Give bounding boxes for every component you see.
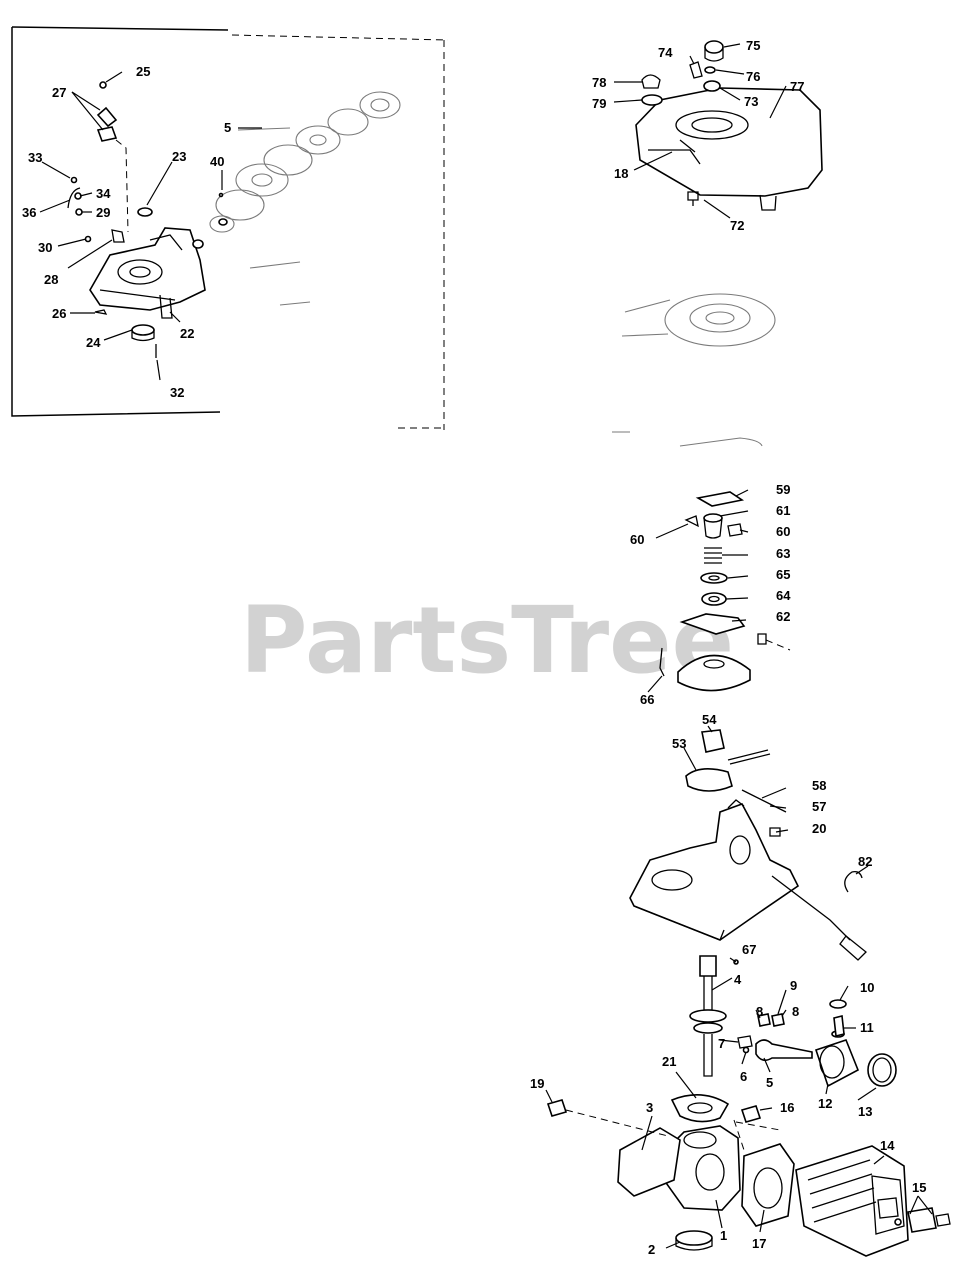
callout-labels: 25 27 33 34 36 29 30 28 23 40 5 26 22 24… <box>22 38 926 1257</box>
callout-40: 40 <box>210 154 224 169</box>
callout-26: 26 <box>52 306 66 321</box>
callout-12: 12 <box>818 1096 832 1111</box>
callout-73: 73 <box>744 94 758 109</box>
callout-67: 67 <box>742 942 756 957</box>
callout-36: 36 <box>22 205 36 220</box>
callout-5-lower: 5 <box>766 1075 773 1090</box>
callout-59: 59 <box>776 482 790 497</box>
callout-13: 13 <box>858 1104 872 1119</box>
inset-faded-parts <box>209 91 401 306</box>
starter-leaders <box>647 489 789 833</box>
callout-58: 58 <box>812 778 826 793</box>
callout-61: 61 <box>776 503 790 518</box>
callout-62: 62 <box>776 609 790 624</box>
callout-7: 7 <box>718 1036 725 1051</box>
callout-60-left: 60 <box>630 532 644 547</box>
callout-74: 74 <box>658 45 673 60</box>
callout-22: 22 <box>180 326 194 341</box>
callout-76: 76 <box>746 69 760 84</box>
inset-leaders <box>39 71 262 381</box>
part-conrod-piston <box>737 999 897 1088</box>
callout-2: 2 <box>648 1242 655 1257</box>
callout-18: 18 <box>614 166 628 181</box>
part-cylinder-block <box>546 1094 795 1251</box>
part-cylinder-14 <box>795 1145 951 1257</box>
callout-8-left: 8 <box>756 1004 763 1019</box>
part-shroud-77 <box>635 40 823 211</box>
callout-77: 77 <box>790 79 804 94</box>
callout-20: 20 <box>812 821 826 836</box>
callout-65: 65 <box>776 567 790 582</box>
callout-21: 21 <box>662 1054 676 1069</box>
starter-parts-stack <box>659 491 791 813</box>
housing-extras <box>844 865 869 893</box>
callout-30: 30 <box>38 240 52 255</box>
callout-32: 32 <box>170 385 184 400</box>
callout-17: 17 <box>752 1236 766 1251</box>
part-housing <box>629 799 867 961</box>
callout-16: 16 <box>780 1100 794 1115</box>
piston-leaders <box>719 985 877 1101</box>
callout-4: 4 <box>734 972 742 987</box>
callout-34: 34 <box>96 186 111 201</box>
faded-starter-spring <box>612 293 776 447</box>
inset-frame <box>11 26 449 430</box>
callout-60-right: 60 <box>776 524 790 539</box>
callout-23: 23 <box>172 149 186 164</box>
callout-11: 11 <box>860 1020 874 1035</box>
watermark: PartsTree <box>240 587 734 694</box>
callout-78: 78 <box>592 75 606 90</box>
callout-1: 1 <box>720 1228 727 1243</box>
callout-6: 6 <box>740 1069 747 1084</box>
callout-15: 15 <box>912 1180 926 1195</box>
shroud-leaders <box>613 43 787 219</box>
callout-9: 9 <box>790 978 797 993</box>
callout-53: 53 <box>672 736 686 751</box>
part-crankshaft <box>689 955 739 1077</box>
callout-8-right: 8 <box>792 1004 799 1019</box>
callout-19: 19 <box>530 1076 544 1091</box>
callout-82: 82 <box>858 854 872 869</box>
callout-3: 3 <box>646 1100 653 1115</box>
callout-75: 75 <box>746 38 760 53</box>
callout-33: 33 <box>28 150 42 165</box>
callout-72: 72 <box>730 218 744 233</box>
callout-63: 63 <box>776 546 790 561</box>
part-plate-22 <box>89 227 206 319</box>
callout-28: 28 <box>44 272 58 287</box>
callout-29: 29 <box>96 205 110 220</box>
callout-27: 27 <box>52 85 66 100</box>
callout-24: 24 <box>86 335 101 350</box>
callout-10: 10 <box>860 980 874 995</box>
callout-54: 54 <box>702 712 717 727</box>
callout-79: 79 <box>592 96 606 111</box>
callout-25: 25 <box>136 64 150 79</box>
callout-57: 57 <box>812 799 826 814</box>
callout-5-inset: 5 <box>224 120 231 135</box>
callout-14: 14 <box>880 1138 895 1153</box>
callout-64: 64 <box>776 588 791 603</box>
block-leaders <box>545 1071 933 1249</box>
part-small-inset <box>67 81 228 358</box>
callout-66: 66 <box>640 692 654 707</box>
